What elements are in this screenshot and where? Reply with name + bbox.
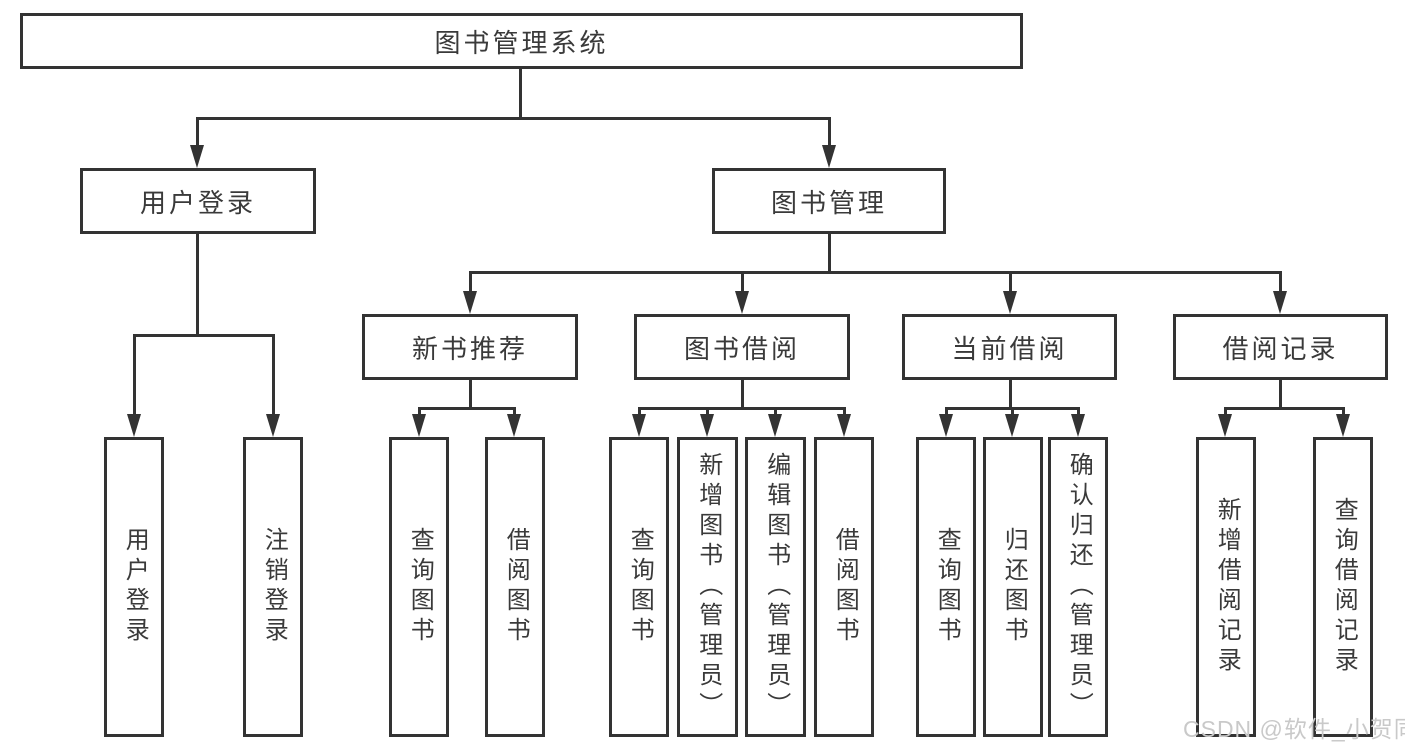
connector-line [828,234,831,273]
connector-line [513,407,516,417]
arrow-down-icon [463,291,477,314]
connector-line [469,271,1282,274]
node-borrowing-records: 借阅记录 [1173,314,1388,380]
connector-line [469,271,472,293]
node-label: 图书管理系统 [434,27,609,58]
connector-line [418,407,516,410]
node-label: 借阅图书 [831,527,859,647]
leaf-user-login: 用户登录 [104,437,164,737]
connector-line [1009,380,1012,409]
arrow-down-icon [632,414,646,437]
connector-line [133,334,136,416]
node-label: 查询图书 [406,527,434,647]
arrow-down-icon [735,291,749,314]
arrow-down-icon [837,414,851,437]
node-label: 新书推荐 [411,333,528,364]
connector-line [1077,407,1080,417]
connector-line [843,407,846,417]
arrow-down-icon [190,145,204,168]
leaf-return-books: 归还图书 [983,437,1043,737]
connector-line [272,334,275,416]
node-library-management-system: 图书管理系统 [20,13,1023,69]
leaf-query-books-current: 查询图书 [916,437,976,737]
leaf-borrow-books-recommend: 借阅图书 [485,437,545,737]
connector-line [741,380,744,409]
leaf-confirm-return-admin: 确认归还（管理员） [1048,437,1108,737]
connector-line [945,407,948,417]
node-current-borrowing: 当前借阅 [902,314,1117,380]
leaf-add-books-admin: 新增图书（管理员） [677,437,738,737]
connector-line [1009,271,1012,293]
node-label: 确认归还（管理员） [1065,452,1093,722]
connector-line [1279,271,1282,293]
arrow-down-icon [1071,414,1085,437]
connector-line [1342,407,1345,417]
connector-line [828,117,831,149]
node-label: 查询借阅记录 [1330,497,1358,677]
leaf-edit-books-admin: 编辑图书（管理员） [745,437,806,737]
leaf-query-books-recommend: 查询图书 [389,437,449,737]
node-label: 借阅图书 [502,527,530,647]
node-label: 新增借阅记录 [1213,497,1241,677]
connector-line [519,68,522,119]
arrow-down-icon [939,414,953,437]
node-label: 用户登录 [139,187,256,218]
arrow-down-icon [1336,414,1350,437]
connector-line [1279,380,1282,409]
connector-line [741,271,744,293]
arrow-down-icon [1273,291,1287,314]
node-label: 注销登录 [260,527,288,647]
node-label: 用户登录 [121,527,149,647]
node-label: 新增图书（管理员） [694,452,722,722]
arrow-down-icon [1005,414,1019,437]
connector-line [196,117,199,149]
connector-line [196,117,831,120]
arrow-down-icon [127,414,141,437]
arrow-down-icon [768,414,782,437]
leaf-add-borrow-record: 新增借阅记录 [1196,437,1256,737]
arrow-down-icon [412,414,426,437]
node-book-borrowing: 图书借阅 [634,314,850,380]
leaf-borrow-books-borrowing: 借阅图书 [814,437,874,737]
connector-line [774,407,777,417]
leaf-logout: 注销登录 [243,437,303,737]
arrow-down-icon [1003,291,1017,314]
connector-line [133,334,275,337]
node-label: 查询图书 [933,527,961,647]
node-user-login-group: 用户登录 [80,168,316,234]
node-label: 查询图书 [626,527,654,647]
connector-line [1011,407,1014,417]
arrow-down-icon [700,414,714,437]
node-label: 图书管理 [770,187,887,218]
connector-line [196,234,199,336]
arrow-down-icon [822,145,836,168]
connector-line [418,407,421,417]
node-label: 编辑图书（管理员） [762,452,790,722]
arrow-down-icon [507,414,521,437]
node-book-management: 图书管理 [712,168,946,234]
connector-line [638,407,641,417]
node-label: 归还图书 [1000,527,1028,647]
node-new-book-recommendation: 新书推荐 [362,314,578,380]
connector-line [706,407,709,417]
connector-line [1224,407,1227,417]
node-label: 图书借阅 [683,333,800,364]
watermark: CSDN @软件_小贺同学 [1183,716,1405,742]
connector-line [1224,407,1345,410]
leaf-query-books-borrowing: 查询图书 [609,437,669,737]
arrow-down-icon [266,414,280,437]
node-label: 当前借阅 [951,333,1068,364]
connector-line [638,407,846,410]
leaf-query-borrow-record: 查询借阅记录 [1313,437,1373,737]
arrow-down-icon [1218,414,1232,437]
connector-line [469,380,472,409]
node-label: 借阅记录 [1222,333,1339,364]
